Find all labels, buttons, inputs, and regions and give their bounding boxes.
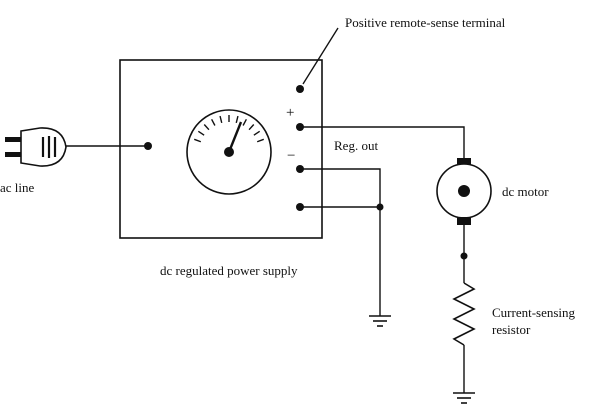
positive-sense-label: Positive remote-sense terminal [345, 15, 506, 30]
ac-line-label: ac line [0, 180, 35, 195]
meter-tick [235, 115, 239, 124]
dc-motor-icon [436, 158, 492, 225]
power-supply-label: dc regulated power supply [160, 263, 298, 278]
positive-wire [300, 126, 465, 158]
resistor-label-line1: Current-sensing [492, 305, 576, 320]
ac-plug-icon [5, 127, 67, 167]
ac-input-terminal [144, 142, 152, 150]
positive-sense-terminal [296, 85, 304, 93]
minus-sign-label: − [287, 148, 295, 164]
meter-tick [248, 124, 255, 131]
power-supply-box [119, 59, 323, 239]
ground-symbol-icon [369, 315, 391, 327]
sense-leader-line [302, 27, 339, 85]
meter-tick [219, 115, 223, 124]
motor-junction-dot [460, 252, 468, 260]
meter-tick [193, 138, 202, 143]
ground-symbol-icon [453, 392, 475, 404]
meter-tick [211, 119, 216, 126]
negative-wire [300, 168, 381, 316]
meter-tick [242, 119, 247, 126]
motor-label: dc motor [502, 184, 549, 199]
resistor-label-line2: resistor [492, 322, 531, 337]
meter-tick [203, 124, 210, 131]
meter-tick [256, 138, 265, 143]
reg-out-label: Reg. out [334, 138, 378, 153]
zigzag-resistor-icon [452, 282, 476, 346]
meter-tick [253, 130, 261, 136]
meter-gauge-icon [186, 109, 272, 195]
junction-dot [376, 203, 384, 211]
meter-tick [197, 130, 205, 136]
plus-sign-label: + [286, 105, 294, 121]
